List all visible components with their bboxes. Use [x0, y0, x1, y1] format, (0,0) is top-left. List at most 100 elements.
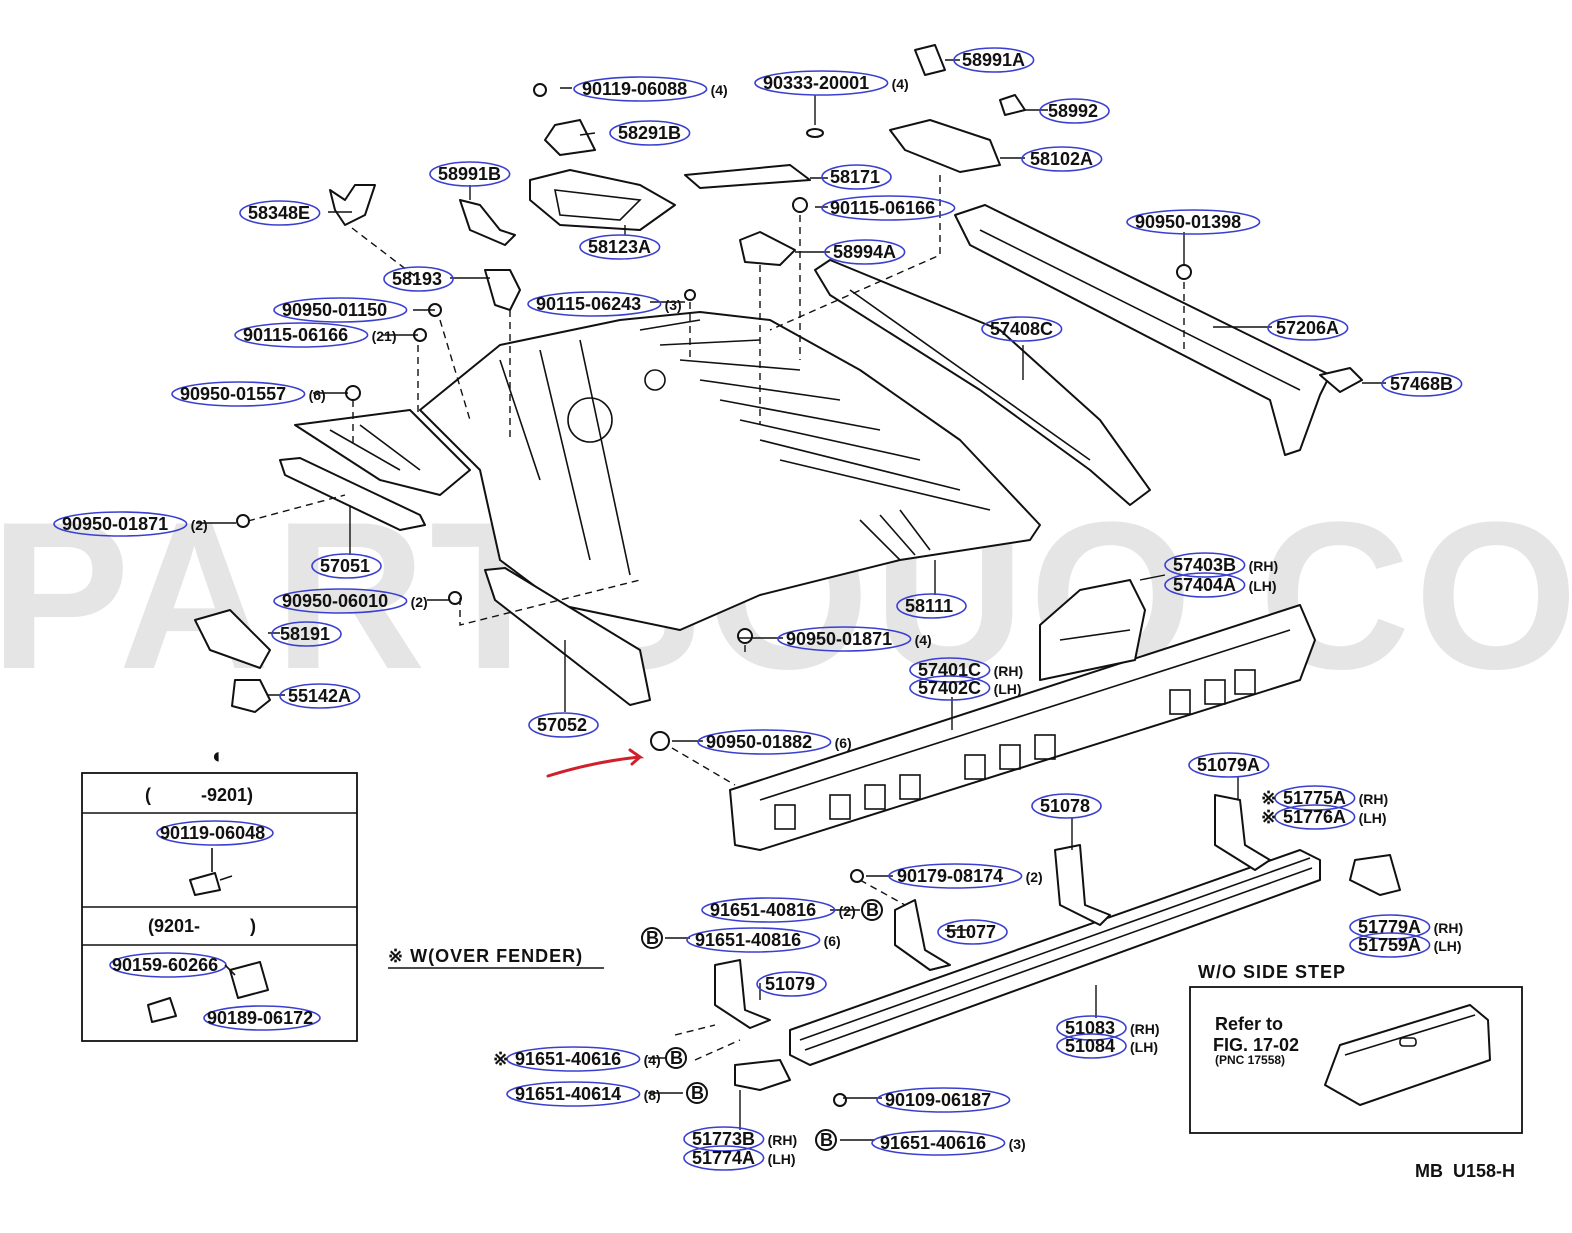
part-label-90179-08174[interactable]: 90179-08174(2) — [888, 863, 1043, 889]
part-code: 57402C — [918, 678, 981, 698]
part-qty: (RH) — [768, 1132, 798, 1148]
part-code: 51779A — [1358, 917, 1421, 937]
part-label-57402C[interactable]: 57402C(LH) — [909, 675, 1022, 701]
b-marker-label: B — [691, 1083, 704, 1103]
part-label-90950-06010[interactable]: 90950-06010(2) — [273, 588, 428, 614]
part-label-57408C[interactable]: 57408C — [981, 316, 1063, 342]
part-label-90950-01150[interactable]: 90950-01150 — [273, 297, 408, 323]
part-qty: (21) — [372, 328, 397, 344]
part-label-55142A[interactable]: 55142A — [279, 683, 361, 709]
part-qty: (2) — [1026, 869, 1043, 885]
part-qty: (LH) — [768, 1151, 796, 1167]
part-label-57403B[interactable]: 57403B(RH) — [1164, 552, 1279, 578]
part-label-51773B[interactable]: 51773B(RH) — [683, 1126, 798, 1152]
part-label-51083[interactable]: 51083(RH) — [1056, 1015, 1160, 1041]
part-code: 57408C — [990, 319, 1053, 339]
part-label-58123A[interactable]: 58123A — [579, 234, 661, 260]
part-code: 90950-01557 — [180, 384, 286, 404]
part-label-90950-01871[interactable]: 90950-01871(2) — [53, 511, 208, 537]
part-label-51774A[interactable]: 51774A(LH) — [683, 1145, 796, 1171]
part-code: 90950-01150 — [282, 300, 387, 320]
part-label-90115-06166[interactable]: 90115-06166(21) — [234, 322, 397, 348]
part-code: 55142A — [288, 686, 351, 706]
part-label-58111[interactable]: 58111 — [896, 593, 967, 619]
part-label-90109-06187[interactable]: 90109-06187 — [876, 1087, 1011, 1113]
rails-drawing — [814, 204, 1363, 506]
part-code: 58991B — [438, 164, 501, 184]
part-label-91651-40816[interactable]: 91651-40816(6) — [686, 927, 841, 953]
part-label-58348E[interactable]: 58348E — [239, 200, 321, 226]
part-label-51079[interactable]: 51079 — [756, 971, 827, 997]
part-code: 51079 — [765, 974, 815, 994]
part-label-51084[interactable]: 51084(LH) — [1056, 1033, 1158, 1059]
b-marker-circle — [861, 899, 883, 921]
part-label-57052[interactable]: 57052 — [528, 712, 599, 738]
part-label-90119-06088[interactable]: 90119-06088(4) — [573, 76, 728, 102]
part-label-51759A[interactable]: 51759A(LH) — [1349, 932, 1462, 958]
part-qty: (RH) — [994, 663, 1024, 679]
part-qty: (2) — [191, 517, 208, 533]
legend-symbol: ◐ — [212, 743, 225, 768]
part-qty: (2) — [411, 594, 428, 610]
part-code: 90115-06243 — [536, 294, 641, 314]
part-code: 90109-06187 — [885, 1090, 991, 1110]
part-code: 57468B — [1390, 374, 1453, 394]
part-qty: (LH) — [1434, 938, 1462, 954]
part-label-91651-40616[interactable]: ※91651-40616(4) — [493, 1046, 661, 1072]
part-label-90950-01557[interactable]: 90950-01557(6) — [171, 381, 326, 407]
part-label-58991A[interactable]: 58991A — [953, 47, 1035, 73]
refer-line-1: Refer to — [1215, 1014, 1283, 1034]
part-label-51775A[interactable]: ※51775A(RH) — [1261, 785, 1388, 811]
part-label-58291B[interactable]: 58291B — [609, 120, 691, 146]
part-label-90950-01871[interactable]: 90950-01871(4) — [777, 626, 932, 652]
part-qty: (RH) — [1249, 558, 1279, 574]
part-label-51079A[interactable]: 51079A — [1188, 752, 1270, 778]
part-code: 90119-06088 — [582, 79, 687, 99]
b-marker-label: B — [646, 928, 659, 948]
part-label-57206A[interactable]: 57206A — [1267, 315, 1349, 341]
part-label-58102A[interactable]: 58102A — [1021, 146, 1103, 172]
part-label-51779A[interactable]: 51779A (RH) — [1349, 914, 1464, 940]
b-marker-label: B — [866, 900, 879, 920]
part-qty: (RH) — [1434, 920, 1464, 936]
part-qty: (4) — [892, 76, 909, 92]
part-qty: (8) — [644, 1087, 661, 1103]
part-qty: (LH) — [1130, 1039, 1158, 1055]
part-label-90950-01398[interactable]: 90950-01398 — [1126, 209, 1261, 235]
part-label-91651-40816[interactable]: 91651-40816(2) — [701, 897, 856, 923]
part-label-58991B[interactable]: 58991B — [429, 161, 511, 187]
part-label-57468B[interactable]: 57468B — [1381, 371, 1463, 397]
part-code: 58994A — [833, 242, 896, 262]
part-label-51078[interactable]: 51078 — [1031, 793, 1102, 819]
part-qty: (LH) — [1249, 578, 1277, 594]
part-label-57051[interactable]: 57051 — [311, 553, 382, 579]
floor-pan-drawing — [294, 311, 1041, 631]
part-code: 51775A — [1283, 788, 1346, 808]
part-label-58191[interactable]: 58191 — [271, 621, 342, 647]
part-code: 90115-06166 — [830, 198, 935, 218]
part-label-90115-06243[interactable]: 90115-06243(3) — [527, 291, 682, 317]
part-label-91651-40616[interactable]: 91651-40616(3) — [871, 1130, 1026, 1156]
part-code: 58191 — [280, 624, 330, 644]
part-label-58992[interactable]: 58992 — [1039, 98, 1110, 124]
part-code: 90950-01871 — [786, 629, 892, 649]
part-label-90950-01882[interactable]: 90950-01882(6) — [697, 729, 852, 755]
part-label-51077[interactable]: 51077 — [937, 919, 1008, 945]
part-label-90333-20001[interactable]: 90333-20001(4) — [754, 70, 909, 96]
part-qty: (LH) — [1359, 810, 1387, 826]
part-label-91651-40614[interactable]: 91651-40614(8) — [506, 1081, 661, 1107]
part-code: 57052 — [537, 715, 587, 735]
legend-part-b: 90159-60266 — [112, 955, 218, 975]
b-marker-circle — [815, 1129, 837, 1151]
part-code: 58171 — [830, 167, 880, 187]
part-code: 57404A — [1173, 575, 1236, 595]
part-label-57401C[interactable]: 57401C(RH) — [909, 657, 1024, 683]
part-label-90115-06166[interactable]: 90115-06166 — [821, 195, 956, 221]
part-label-58994A[interactable]: 58994A — [824, 239, 906, 265]
part-label-58193[interactable]: 58193 — [383, 266, 454, 292]
b-marker-circle — [686, 1082, 708, 1104]
part-qty: (2) — [839, 903, 856, 919]
part-label-58171[interactable]: 58171 — [821, 164, 892, 190]
part-label-51776A[interactable]: ※51776A(LH) — [1261, 804, 1387, 830]
part-label-57404A[interactable]: 57404A (LH) — [1164, 572, 1277, 598]
